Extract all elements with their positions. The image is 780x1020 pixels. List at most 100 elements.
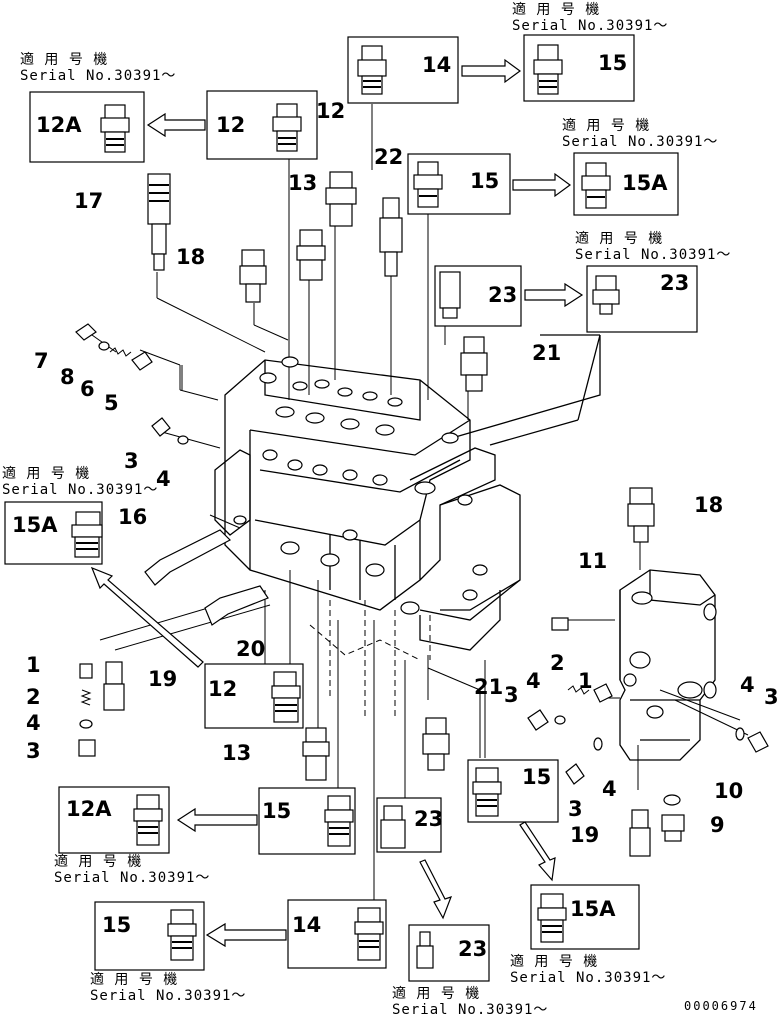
label-12A: 12A (36, 113, 82, 137)
caption-serial: Serial No.30391～ (20, 68, 176, 84)
plug-3c-icon (527, 709, 549, 731)
label-13: 13 (222, 741, 251, 765)
plug-3a-icon (151, 417, 171, 437)
label-21: 21 (532, 341, 561, 365)
label-5: 5 (104, 391, 119, 415)
plug-3d-icon (565, 763, 585, 785)
caption-jp: 適 用 号 機 (575, 230, 663, 247)
label-16: 16 (118, 505, 147, 529)
valve-15A-right-icon (537, 893, 567, 943)
arrow-down-15A (519, 821, 556, 882)
valve-19a-icon (103, 661, 125, 711)
arrow-up-left-15A (90, 566, 204, 668)
valve-15-low-icon (324, 795, 354, 847)
serial-captions: 適 用 号 機 Serial No.30391～ 適 用 号 機 Serial … (2, 1, 730, 1018)
label-15: 15 (598, 51, 627, 75)
label-2: 2 (26, 685, 41, 709)
label-18: 18 (694, 493, 723, 517)
valve-16-icon (144, 529, 231, 586)
valve-14-top-icon (357, 45, 387, 95)
spring-6-icon (109, 347, 132, 357)
valve-15-top-icon (533, 44, 563, 95)
valve-body-side (619, 569, 717, 761)
label-20: 20 (236, 637, 265, 661)
plug-23-right-icon (592, 275, 620, 315)
label-23: 23 (488, 283, 517, 307)
label-8: 8 (60, 365, 75, 389)
document-number: 00006974 (684, 999, 758, 1013)
valve-18-top-icon (239, 249, 267, 303)
valve-12A-top-icon (100, 104, 130, 153)
caption-jp: 適 用 号 機 (510, 953, 598, 970)
label-4: 4 (602, 777, 617, 801)
hollow-arrows (90, 58, 584, 948)
valve-13-loose-icon (296, 229, 326, 281)
label-19: 19 (148, 667, 177, 691)
label-14: 14 (292, 913, 321, 937)
plug-3e-icon (747, 731, 769, 753)
caption-serial: Serial No.30391～ (392, 1002, 548, 1018)
label-15: 15 (522, 765, 551, 789)
plug-11-icon (551, 617, 569, 631)
valve-19b-icon (629, 809, 651, 857)
valve-17-icon (147, 173, 171, 271)
caption-jp: 適 用 号 機 (2, 465, 90, 482)
label-2: 2 (550, 651, 565, 675)
label-15A: 15A (622, 171, 668, 195)
label-1: 1 (26, 653, 41, 677)
plug-3b-icon (78, 739, 96, 757)
label-13: 13 (288, 171, 317, 195)
plug-1b-icon (593, 683, 613, 703)
valve-15-bottom-icon (167, 909, 197, 961)
plug-23-low-icon (380, 805, 406, 849)
part-glyphs (71, 44, 769, 969)
arrow-right-23-23 (524, 282, 584, 308)
label-3: 3 (764, 685, 779, 709)
plug-7-icon (75, 323, 97, 341)
label-15: 15 (102, 913, 131, 937)
label-18: 18 (176, 245, 205, 269)
arrow-left-15-12A (176, 807, 258, 833)
valve-15-mid-icon (413, 161, 443, 208)
label-14: 14 (422, 53, 451, 77)
ring-8-icon (98, 341, 110, 351)
label-22: 22 (374, 145, 403, 169)
caption-jp: 適 用 号 機 (20, 51, 108, 68)
label-3: 3 (26, 739, 41, 763)
arrow-left-12-12A (146, 112, 206, 138)
caption-jp: 適 用 号 機 (512, 1, 600, 18)
label-3: 3 (124, 449, 139, 473)
label-15A: 15A (12, 513, 58, 537)
spring-2b-icon (567, 685, 590, 695)
plug-9-icon (661, 814, 685, 842)
label-9: 9 (710, 813, 725, 837)
valve-body-main (214, 335, 601, 720)
valve-15A-left-icon (71, 511, 103, 558)
label-4: 4 (156, 467, 171, 491)
valve-15-right-icon (472, 767, 502, 817)
valve-18-right-icon (627, 487, 655, 543)
valve-12-loose-icon (325, 171, 357, 227)
poppet-5-icon (131, 351, 153, 371)
caption-jp: 適 用 号 機 (562, 117, 650, 134)
label-7: 7 (34, 349, 49, 373)
label-23: 23 (414, 807, 443, 831)
caption-serial: Serial No.30391～ (510, 970, 666, 986)
arrow-down-23 (419, 859, 453, 920)
label-21: 21 (474, 675, 503, 699)
caption-jp: 適 用 号 機 (392, 985, 480, 1002)
caption-jp: 適 用 号 機 (54, 853, 142, 870)
label-11: 11 (578, 549, 607, 573)
valve-12-low-icon (271, 671, 301, 723)
label-1: 1 (578, 669, 593, 693)
valve-20-icon (204, 585, 269, 626)
plug-23-bottom-icon (416, 931, 434, 969)
label-4: 4 (526, 669, 541, 693)
label-15A: 15A (570, 897, 616, 921)
label-17: 17 (74, 189, 103, 213)
plug-1a-icon (79, 663, 93, 679)
ring-4e-icon (735, 727, 745, 741)
valve-22-icon (379, 197, 403, 277)
